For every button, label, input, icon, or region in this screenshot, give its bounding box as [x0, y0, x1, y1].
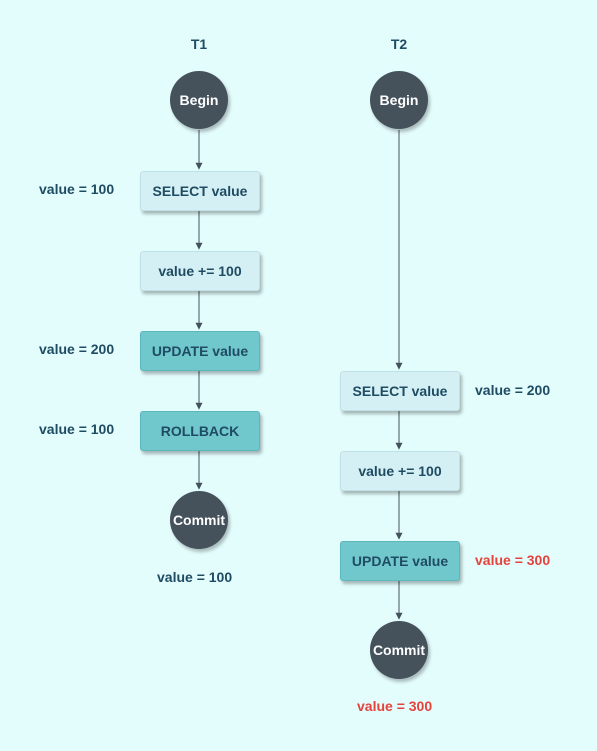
t2-commit-node: Commit — [370, 621, 428, 679]
t1-commit-node: Commit — [170, 491, 228, 549]
t1-add-step: value += 100 — [140, 251, 260, 291]
t2-begin-node: Begin — [370, 71, 428, 129]
t1-rollback-step: ROLLBACK — [140, 411, 260, 451]
t2-final-value: value = 300 — [357, 698, 433, 714]
t2-update-step: UPDATE value — [340, 541, 460, 581]
t2-title: T2 — [390, 36, 408, 52]
t1-select-step: SELECT value — [140, 171, 260, 211]
t1-final-value: value = 100 — [157, 569, 233, 585]
t1-update-step: UPDATE value — [140, 331, 260, 371]
t1-begin-node: Begin — [170, 71, 228, 129]
t2-value-label-2: value = 300 — [475, 552, 551, 568]
t1-title: T1 — [190, 36, 208, 52]
t2-select-step: SELECT value — [340, 371, 460, 411]
t2-value-label-1: value = 200 — [475, 382, 551, 398]
t1-value-label-2: value = 200 — [39, 341, 115, 357]
t1-value-label-1: value = 100 — [39, 181, 115, 197]
t1-value-label-3: value = 100 — [39, 421, 115, 437]
t2-add-step: value += 100 — [340, 451, 460, 491]
